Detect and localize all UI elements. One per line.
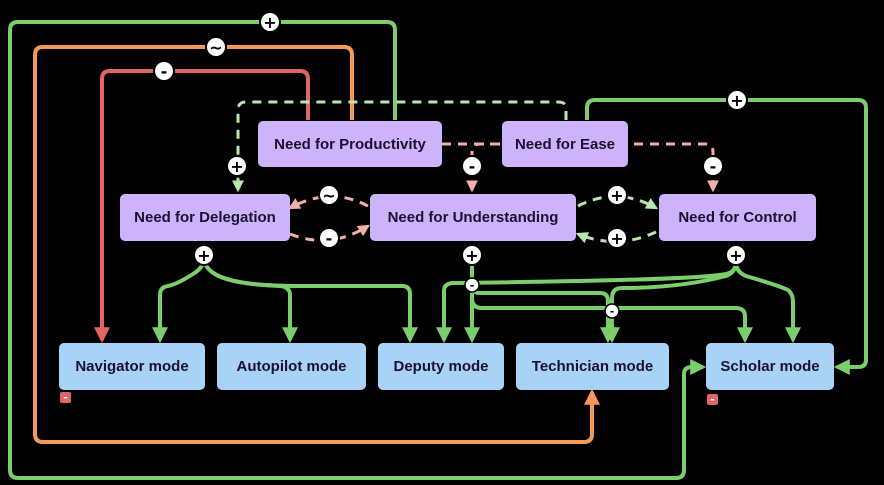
svg-text:-: -: [161, 62, 168, 81]
badge-understanding-delegation: ~: [318, 184, 340, 206]
node-technician-mode: Technician mode: [516, 343, 669, 390]
edge-ease-to-scholar: [585, 98, 868, 375]
node-deputy-mode: Deputy mode: [378, 343, 504, 390]
edge-control-to-technician: [604, 261, 738, 344]
svg-text:+: +: [610, 229, 623, 248]
badge-understanding-deputy-minus: -: [464, 277, 480, 293]
svg-text:-: -: [63, 391, 68, 404]
svg-text:+: +: [729, 246, 742, 265]
badge-control-modes: +: [725, 244, 747, 266]
svg-text:-: -: [470, 279, 475, 292]
edge-delegation-to-autopilot: [202, 257, 298, 344]
edge-productivity-to-technician: [33, 45, 600, 444]
svg-text:+: +: [465, 246, 478, 265]
badge-delegation-modes: +: [193, 244, 215, 266]
svg-text:~: ~: [322, 186, 335, 205]
edge-understanding-to-scholar: [470, 297, 753, 344]
svg-text:~: ~: [209, 38, 222, 57]
badge-ease-delegation: +: [226, 155, 248, 177]
edge-delegation-to-deputy: [210, 270, 418, 344]
svg-text:-: -: [610, 305, 615, 318]
badge-ease-scholar: +: [726, 89, 748, 111]
node-navigator-mode: Navigator mode: [59, 343, 205, 390]
badge-scholar-minus: -: [707, 393, 718, 406]
badge-understanding-modes: +: [461, 244, 483, 266]
svg-text:+: +: [197, 246, 210, 265]
svg-text:+: +: [263, 13, 276, 32]
svg-text:-: -: [326, 229, 333, 248]
svg-text:-: -: [710, 157, 717, 176]
node-need-for-delegation: Need for Delegation: [120, 194, 290, 241]
badge-productivity-scholar: +: [259, 11, 281, 33]
edge-productivity-to-scholar: [8, 20, 707, 480]
node-need-for-ease: Need for Ease: [502, 121, 628, 167]
badge-navigator-minus: -: [60, 391, 71, 404]
badge-productivity-control: -: [702, 155, 724, 177]
edge-productivity-to-navigator: [94, 69, 310, 344]
svg-text:+: +: [730, 91, 743, 110]
node-autopilot-mode: Autopilot mode: [217, 343, 366, 390]
svg-text:-: -: [710, 393, 715, 406]
edge-ease-to-delegation: [232, 100, 568, 193]
edge-ease-to-understanding: [466, 142, 500, 193]
svg-text:+: +: [230, 157, 243, 176]
svg-text:-: -: [469, 157, 476, 176]
edge-control-to-scholar: [734, 261, 801, 344]
badge-understanding-control: +: [606, 184, 628, 206]
badge-productivity-technician: ~: [205, 36, 227, 58]
badge-control-technician-minus: -: [604, 303, 620, 319]
edge-understanding-to-technician: [470, 284, 616, 344]
badge-productivity-navigator: -: [153, 60, 175, 82]
edge-productivity-to-control: [442, 142, 719, 193]
badge-control-understanding: +: [606, 227, 628, 249]
badge-ease-understanding: -: [461, 155, 483, 177]
node-scholar-mode: Scholar mode: [706, 343, 834, 390]
badge-delegation-understanding: -: [318, 227, 340, 249]
node-need-for-productivity: Need for Productivity: [258, 121, 442, 167]
node-need-for-control: Need for Control: [659, 194, 816, 241]
node-need-for-understanding: Need for Understanding: [370, 194, 576, 241]
svg-text:+: +: [610, 186, 623, 205]
